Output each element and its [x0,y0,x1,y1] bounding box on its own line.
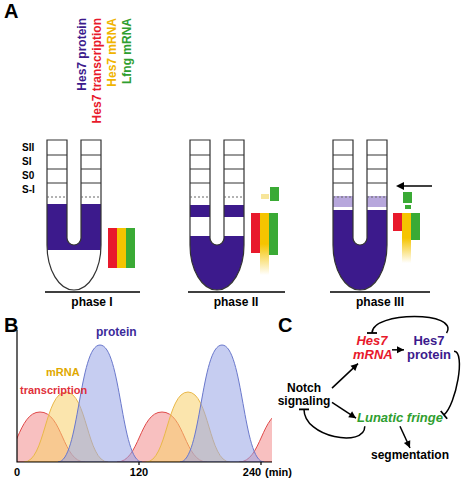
column-header: Hes7 mRNA [106,18,119,87]
boundary-arrow [402,185,432,187]
protein-domain [333,196,387,207]
psm-outline [47,140,101,290]
axis-tick: 0 [14,466,20,478]
pathway-connector [332,364,358,389]
plot-axes [17,330,272,465]
column-header: Hes7 transcription [91,18,104,123]
pathway-connector [367,317,448,334]
axis-unit: (min) [265,466,292,478]
phase-label: phase II [214,296,259,309]
presomite-border [47,197,101,198]
psm-schematic [333,140,387,300]
node-text: Lunatic fringe [357,411,443,425]
presomite-border [190,197,244,198]
pathway-node: Notch signaling [276,381,332,409]
oscillation-plot [17,345,272,462]
connector-line [332,402,356,418]
connector-line [332,364,358,389]
node-text: Notch signaling [277,382,331,408]
node-text: Hes7 protein [405,334,453,363]
pathway-node: segmentation [370,448,450,463]
protein-domain [333,210,387,300]
segment-label: SI [22,156,31,167]
lfng-bar [270,187,279,201]
pathway-connector [332,402,356,418]
protein-domain [47,204,101,250]
curve-label: transcription [20,384,87,396]
connector-line [400,426,410,448]
arrowhead [351,364,358,371]
protein-curve [180,345,264,462]
panel-letter: C [278,314,292,336]
protein-curve [58,345,142,462]
node-text: segmentation [371,449,449,462]
mrna-bar [261,194,269,199]
transcription-bar [251,213,260,253]
somite-border [47,155,101,183]
panel-letter: B [4,314,18,336]
inhibition-bar [299,408,309,410]
pathway-node: Hes7 mRNA [352,333,392,364]
inhibition-bar [367,332,377,334]
connector-line [304,409,365,438]
node-text: Hes7 mRNA [353,334,391,363]
mrna-bar [260,213,269,275]
phase-label: phase I [71,296,112,309]
arrowhead [348,411,356,418]
protein-domain [190,205,244,217]
axis-tick: 240 [243,466,261,478]
column-header: Lfng mRNA [121,18,134,84]
boundary-arrowhead [396,182,404,190]
somite-border [333,155,387,183]
lfng-bar [411,213,420,240]
psm-schematic [190,140,244,296]
pathway-connector [392,346,404,353]
psm-schematic [47,140,101,290]
psm-outline [333,140,387,290]
psm-outline [190,140,244,290]
mrna-bar [402,213,411,263]
lfng-bar [269,213,278,255]
presomite-border [333,197,387,198]
segment-label: SII [22,142,34,153]
arrowhead [397,346,404,353]
segment-label: S0 [22,170,34,181]
arrowhead [404,440,410,448]
lfng-bar [126,228,135,268]
phase-underline [45,291,430,293]
transcription-bar [393,213,402,231]
pathway-node: Hes7 protein [404,333,454,364]
lfng-bar [405,205,411,209]
somite-border [190,155,244,183]
curve-label: protein [96,326,137,339]
connector-line [372,317,448,334]
axis-tick: 120 [130,466,148,478]
curve-label: mRNA [46,366,80,378]
pathway-connector [299,409,365,438]
pathway-connector [400,426,410,448]
panel-letter: A [4,0,18,22]
segment-label: S-I [22,184,35,195]
column-header: Hes7 protein [76,18,89,91]
transcription-bar [108,228,117,268]
phase-label: phase III [356,296,404,309]
lfng-bar [403,192,412,203]
pathway-node: Lunatic fringe [356,410,444,426]
mrna-bar [117,228,126,268]
